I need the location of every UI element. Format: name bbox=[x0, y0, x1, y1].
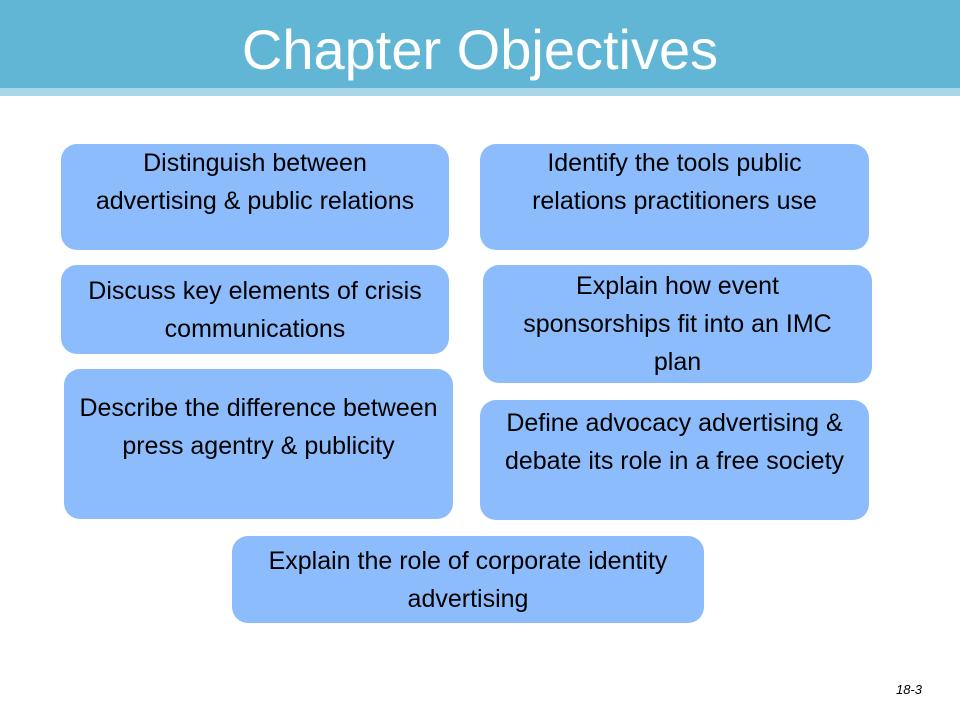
title-underline bbox=[0, 88, 960, 96]
objective-box-press-agentry: Describe the difference between press ag… bbox=[64, 369, 453, 519]
objective-box-crisis: Discuss key elements of crisis communica… bbox=[61, 265, 449, 354]
page-title: Chapter Objectives bbox=[241, 18, 719, 81]
objective-text: Identify the tools public relations prac… bbox=[532, 149, 817, 215]
objective-box-event-sponsorships: Explain how event sponsorships fit into … bbox=[483, 265, 872, 383]
objective-box-identify-tools: Identify the tools public relations prac… bbox=[480, 144, 869, 250]
objective-text: Describe the difference between press ag… bbox=[79, 394, 438, 460]
objective-box-distinguish: Distinguish between advertising & public… bbox=[61, 144, 449, 250]
objective-text: Explain the role of corporate identity a… bbox=[268, 547, 668, 613]
objective-box-advocacy: Define advocacy advertising & debate its… bbox=[480, 400, 869, 520]
objective-text: Explain how event sponsorships fit into … bbox=[523, 272, 832, 376]
objective-text: Discuss key elements of crisis communica… bbox=[88, 277, 422, 343]
objective-text: Distinguish between advertising & public… bbox=[95, 149, 415, 215]
title-bar bbox=[0, 0, 960, 88]
slide-number: 18-3 bbox=[895, 682, 922, 697]
objective-text: Define advocacy advertising & debate its… bbox=[504, 409, 845, 475]
objective-box-corporate-identity: Explain the role of corporate identity a… bbox=[232, 536, 704, 623]
